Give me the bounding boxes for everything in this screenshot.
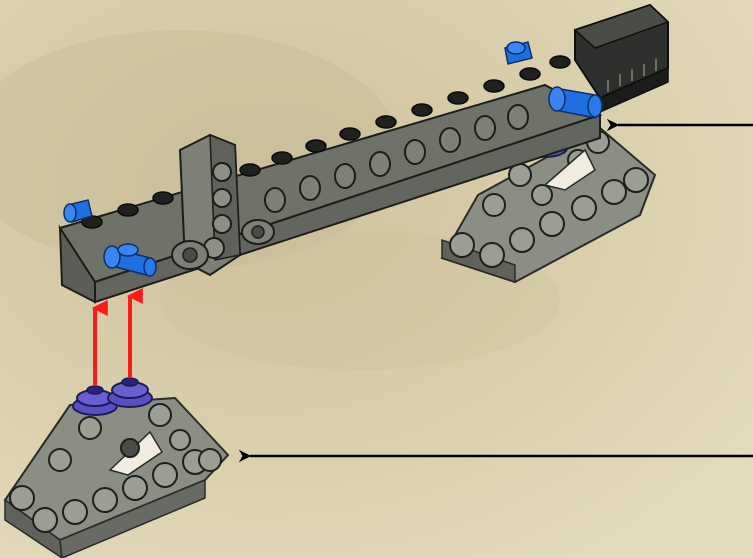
blue-axle-pin (504, 41, 533, 65)
blue-axle-pin (103, 243, 157, 277)
blue-axle-pin (548, 86, 603, 119)
lower-support-frame (3, 377, 230, 558)
background-haze (160, 230, 560, 370)
upper-assembly (58, 3, 670, 304)
purple-bushing (107, 377, 153, 408)
end-slope-brick (573, 3, 670, 114)
vertical-lift-arm (171, 133, 275, 277)
blue-axle-pin (63, 199, 93, 223)
purple-bushing (72, 385, 118, 416)
